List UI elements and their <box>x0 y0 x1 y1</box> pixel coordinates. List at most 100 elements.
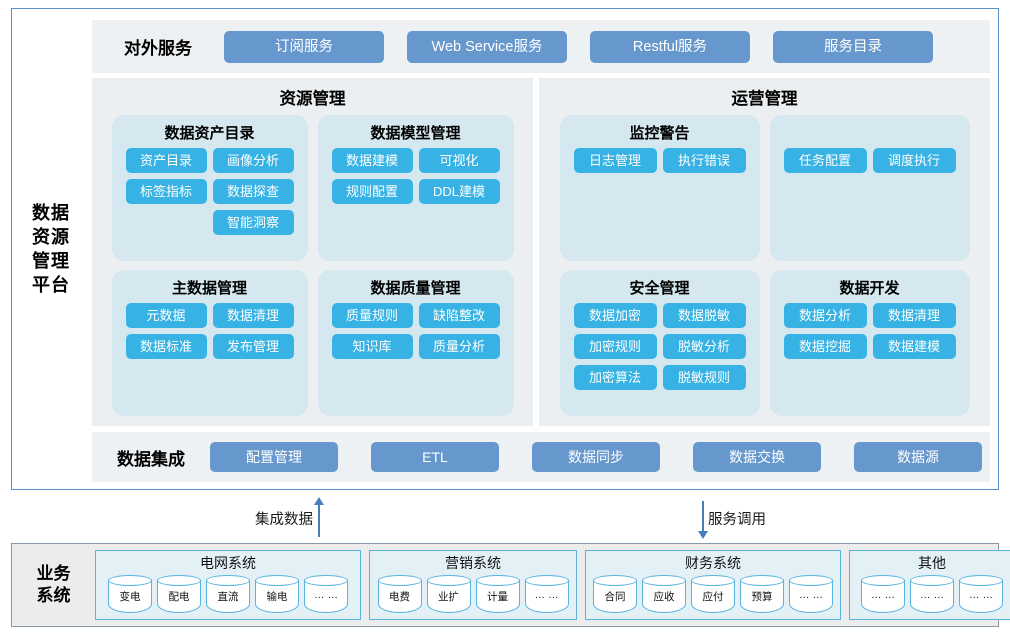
data-integration-label: 数据集成 <box>117 449 185 469</box>
tag-item[interactable]: 脱敏规则 <box>662 365 746 390</box>
connector-label: 集成数据 <box>255 511 313 528</box>
database-label: … … <box>799 589 823 601</box>
subbox-master-data-management: 主数据管理 元数据 数据标准 数据清理 发布管理 <box>111 270 308 416</box>
business-group-other: 其他 … … … … … … <box>849 550 1010 620</box>
database-label: … … <box>534 589 559 601</box>
tag-item[interactable]: 画像分析 <box>212 148 294 173</box>
tag-item[interactable]: 数据建模 <box>331 148 413 173</box>
subbox-title: 主数据管理 <box>171 280 247 297</box>
subbox-task-scheduling: 任务配置 调度执行 <box>769 115 970 261</box>
tag-column-right: 缺陷整改 质量分析 <box>418 303 500 359</box>
tag-column-left: 任务配置 <box>783 148 867 173</box>
database-label: 合同 <box>604 591 626 603</box>
tag-item[interactable]: 执行错误 <box>662 148 746 173</box>
arrow-down-icon <box>697 497 708 539</box>
tag-item[interactable]: DDL建模 <box>418 179 500 204</box>
tag-item[interactable]: 数据标准 <box>125 334 207 359</box>
tag-item[interactable]: 质量分析 <box>418 334 500 359</box>
panel-grid: 数据资产目录 资产目录 标签指标 画像分析 数据探查 智能洞察 数据模型管理 <box>92 115 533 416</box>
data-integration-button[interactable]: 配置管理 <box>210 442 338 472</box>
tag-item[interactable]: 质量规则 <box>331 303 413 328</box>
tag-item[interactable]: 数据探查 <box>212 179 294 204</box>
data-integration-button[interactable]: ETL <box>371 442 499 472</box>
tag-columns: 元数据 数据标准 数据清理 发布管理 <box>122 303 298 359</box>
database-icon[interactable]: … … <box>789 575 833 615</box>
tag-item[interactable]: 数据分析 <box>783 303 867 328</box>
panel-title: 资源管理 <box>279 90 346 108</box>
database-icon[interactable]: 变电 <box>108 575 152 615</box>
database-icon[interactable]: 配电 <box>157 575 201 615</box>
database-icon[interactable]: … … <box>304 575 348 615</box>
database-icon[interactable]: … … <box>861 575 905 615</box>
tag-column-right: 数据清理 发布管理 <box>212 303 294 359</box>
tag-item[interactable]: 可视化 <box>418 148 500 173</box>
tag-columns: 资产目录 标签指标 画像分析 数据探查 智能洞察 <box>122 148 298 235</box>
database-label: 输电 <box>266 591 288 603</box>
tag-item[interactable]: 缺陷整改 <box>418 303 500 328</box>
subbox-title: 数据资产目录 <box>164 125 255 142</box>
business-group-marketing: 营销系统 电费 业扩 计量 … … <box>369 550 577 620</box>
database-icon[interactable]: 电费 <box>377 575 422 615</box>
tag-item[interactable]: 加密算法 <box>573 365 657 390</box>
tag-item[interactable]: 加密规则 <box>573 334 657 359</box>
business-systems-frame: 业务 系统 电网系统 变电 配电 直流 输电 … … 营销系统 电费 业扩 计量… <box>11 543 1010 627</box>
connector-integrate-data: 集成数据 <box>255 497 324 539</box>
business-group-title: 财务系统 <box>685 555 741 571</box>
external-service-button[interactable]: Restful服务 <box>590 30 750 63</box>
database-icon[interactable]: … … <box>524 575 569 615</box>
tag-columns: 质量规则 知识库 缺陷整改 质量分析 <box>328 303 504 359</box>
database-icon[interactable]: 预算 <box>740 575 784 615</box>
tag-item[interactable]: 智能洞察 <box>212 210 294 235</box>
database-icon[interactable]: … … <box>910 575 954 615</box>
arrow-up-icon <box>313 497 324 539</box>
database-icon[interactable]: 业扩 <box>426 575 471 615</box>
tag-item[interactable]: 发布管理 <box>212 334 294 359</box>
external-service-button[interactable]: 服务目录 <box>773 30 933 63</box>
database-label: 业扩 <box>438 591 459 603</box>
database-icon[interactable]: 应收 <box>642 575 686 615</box>
subbox-security-management: 安全管理 数据加密 加密规则 加密算法 数据脱敏 脱敏分析 脱敏规则 <box>559 270 760 416</box>
tag-item[interactable]: 规则配置 <box>331 179 413 204</box>
database-icon[interactable]: 直流 <box>206 575 250 615</box>
tag-item[interactable]: 脱敏分析 <box>662 334 746 359</box>
tag-item[interactable]: 数据加密 <box>573 303 657 328</box>
database-label: 计量 <box>487 591 508 603</box>
database-label: … … <box>969 589 993 601</box>
tag-item[interactable]: 知识库 <box>331 334 413 359</box>
database-icon[interactable]: 计量 <box>475 575 520 615</box>
panel-grid: 监控警告 日志管理 执行错误 任务配置 调度执行 <box>539 115 990 416</box>
business-group-title: 其他 <box>918 555 946 571</box>
tag-item[interactable]: 数据建模 <box>872 334 956 359</box>
tag-column-right: 调度执行 <box>872 148 956 173</box>
main-panels: 资源管理 数据资产目录 资产目录 标签指标 画像分析 数据探查 智能洞察 <box>92 78 990 426</box>
tag-column-left: 元数据 数据标准 <box>125 303 207 359</box>
external-service-button[interactable]: 订阅服务 <box>224 30 384 63</box>
tag-item[interactable]: 数据挖掘 <box>783 334 867 359</box>
subbox-data-model-management: 数据模型管理 数据建模 规则配置 可视化 DDL建模 <box>317 115 514 261</box>
database-icon[interactable]: … … <box>959 575 1003 615</box>
database-list: 电费 业扩 计量 … … <box>370 575 576 615</box>
tag-item[interactable]: 任务配置 <box>783 148 867 173</box>
panel-operation-management: 运营管理 监控警告 日志管理 执行错误 任务配置 <box>539 78 990 426</box>
business-systems-title-line: 业务 <box>36 563 71 583</box>
data-integration-button[interactable]: 数据源 <box>854 442 982 472</box>
tag-item[interactable]: 数据清理 <box>872 303 956 328</box>
panel-title: 运营管理 <box>731 90 798 108</box>
tag-column-left: 数据分析 数据挖掘 <box>783 303 867 359</box>
tag-item[interactable]: 资产目录 <box>125 148 207 173</box>
data-integration-button[interactable]: 数据交换 <box>693 442 821 472</box>
database-label: 应收 <box>653 591 675 603</box>
data-integration-bar: 数据集成 配置管理 ETL 数据同步 数据交换 数据源 <box>92 432 990 482</box>
tag-item[interactable]: 标签指标 <box>125 179 207 204</box>
database-icon[interactable]: 输电 <box>255 575 299 615</box>
database-icon[interactable]: 合同 <box>593 575 637 615</box>
database-icon[interactable]: 应付 <box>691 575 735 615</box>
tag-item[interactable]: 元数据 <box>125 303 207 328</box>
data-integration-buttons: 配置管理 ETL 数据同步 数据交换 数据源 <box>210 442 990 472</box>
tag-item[interactable]: 数据清理 <box>212 303 294 328</box>
tag-item[interactable]: 数据脱敏 <box>662 303 746 328</box>
tag-item[interactable]: 日志管理 <box>573 148 657 173</box>
data-integration-button[interactable]: 数据同步 <box>532 442 660 472</box>
external-service-button[interactable]: Web Service服务 <box>407 30 567 63</box>
tag-item[interactable]: 调度执行 <box>872 148 956 173</box>
